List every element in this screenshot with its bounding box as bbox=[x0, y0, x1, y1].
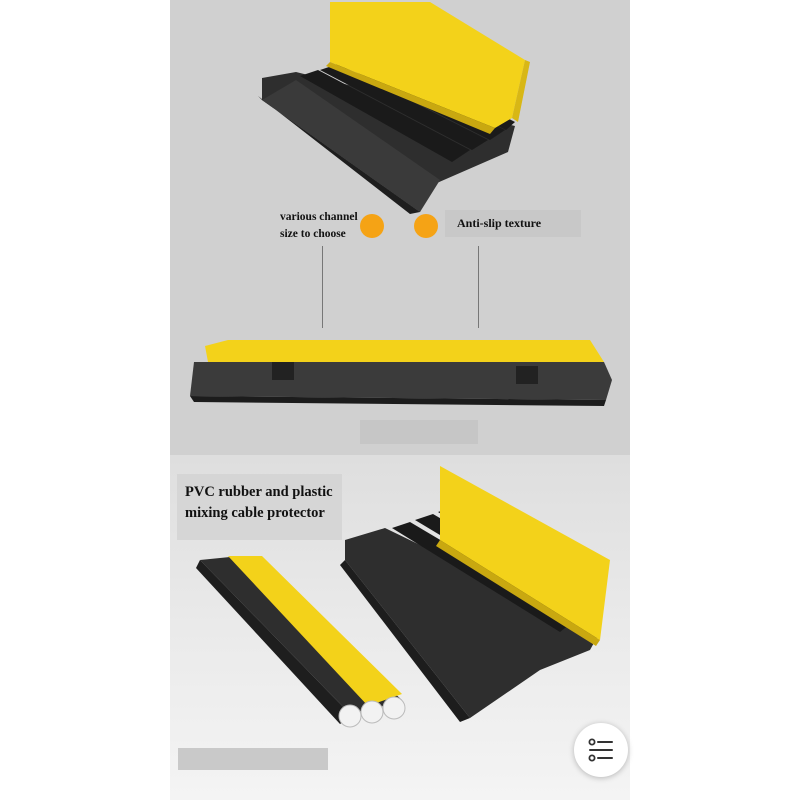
channel-callout-dot bbox=[360, 214, 384, 238]
channel-size-label-line2: size to choose bbox=[280, 228, 346, 240]
antislip-callout-dot bbox=[414, 214, 438, 238]
antislip-label: Anti-slip texture bbox=[445, 210, 581, 237]
one-channel-protector-with-pipes bbox=[196, 556, 406, 728]
menu-button[interactable] bbox=[574, 723, 628, 777]
caption-bar-bottom bbox=[178, 748, 328, 770]
channel-size-label: various channel size to choose bbox=[270, 207, 400, 245]
five-channel-protector-open bbox=[258, 2, 530, 214]
material-label-line1: PVC rubber and plastic bbox=[185, 484, 333, 500]
channel-size-label-line1: various channel bbox=[280, 211, 358, 223]
material-label-line2: mixing cable protector bbox=[185, 505, 325, 521]
menu-list-icon bbox=[588, 738, 613, 762]
five-channel-protector-open-large bbox=[340, 466, 610, 722]
antislip-leader-line bbox=[478, 246, 479, 328]
channel-leader-line bbox=[322, 246, 323, 328]
material-label: PVC rubber and plastic mixing cable prot… bbox=[177, 474, 342, 540]
two-channel-protector-side bbox=[190, 340, 612, 406]
caption-bar-top bbox=[360, 420, 478, 444]
